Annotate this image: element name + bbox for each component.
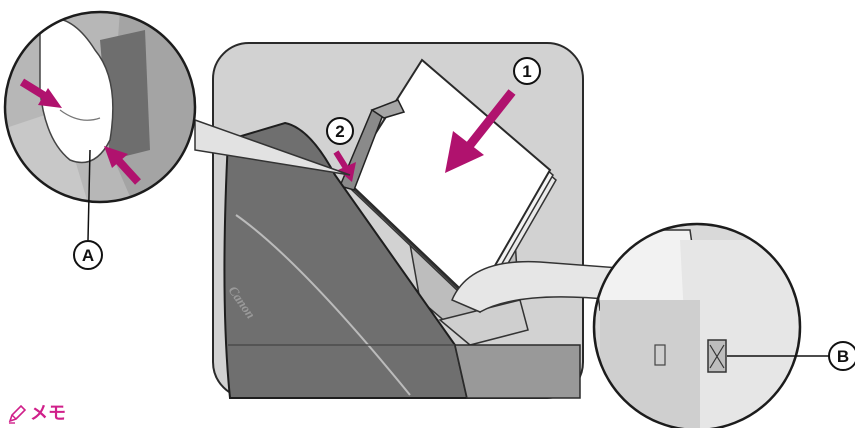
insert-paper-arrow <box>445 89 516 173</box>
step-1-callout: 1 <box>513 57 541 85</box>
printer-body: Canon <box>223 121 581 399</box>
pencil-icon <box>8 404 27 424</box>
zoom-circle-lever <box>592 222 802 428</box>
memo-heading: メモ <box>6 402 66 426</box>
label-b-letter: B <box>837 347 849 366</box>
label-a-letter: A <box>82 246 94 265</box>
slide-guide-arrow <box>333 150 356 182</box>
zoom-beam-left <box>194 118 351 176</box>
step-2-callout: 2 <box>326 117 354 145</box>
label-b-callout: B <box>727 341 855 371</box>
zoom-circle-guide-pinch <box>3 10 197 204</box>
label-a-callout: A <box>73 149 103 270</box>
memo-label: メモ <box>30 403 66 424</box>
step-2-number: 2 <box>335 122 344 141</box>
step-1-number: 1 <box>522 62 531 81</box>
